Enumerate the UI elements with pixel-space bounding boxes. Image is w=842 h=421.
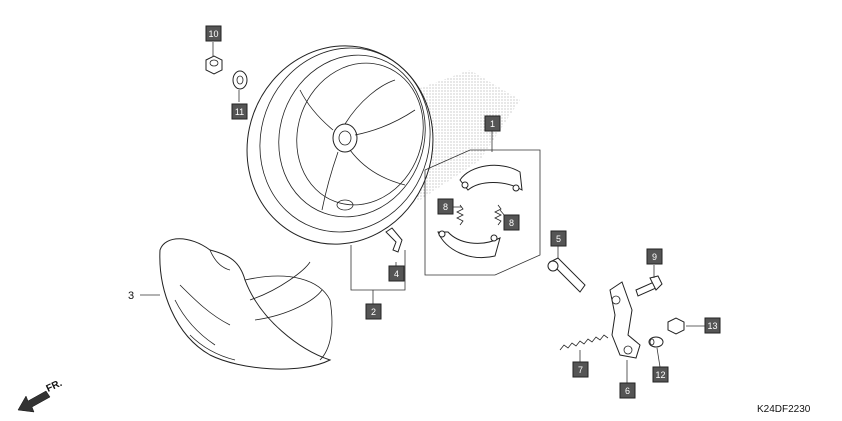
brake-shoe-upper (459, 164, 523, 192)
svg-text:1: 1 (490, 119, 495, 129)
washer (232, 70, 248, 90)
rear-wheel (246, 45, 434, 245)
svg-text:13: 13 (707, 321, 717, 331)
callout-7: 7 (572, 361, 589, 378)
callout-5: 5 (550, 230, 567, 247)
svg-text:8: 8 (509, 218, 514, 228)
leader-lines (140, 42, 705, 383)
valve (385, 227, 403, 253)
svg-text:11: 11 (235, 107, 244, 117)
callout-6: 6 (619, 382, 636, 399)
callout-8a: 8 (437, 198, 454, 215)
nut (205, 55, 223, 75)
svg-text:2: 2 (371, 307, 376, 317)
joint-pin (648, 336, 664, 348)
svg-text:8: 8 (443, 202, 448, 212)
brake-cam (547, 257, 586, 293)
callout-1: 1 (484, 115, 501, 132)
brake-shoe-box (424, 149, 541, 276)
svg-text:5: 5 (556, 234, 561, 244)
svg-text:4: 4 (394, 269, 399, 279)
spring-right (494, 204, 502, 226)
brake-arm (609, 281, 641, 359)
adjusting-nut (667, 317, 685, 335)
svg-text:6: 6 (625, 386, 630, 396)
callout-2: 2 (365, 303, 382, 320)
callout-11: 11 (231, 103, 248, 120)
return-spring (559, 334, 609, 351)
front-label: FR. (45, 378, 64, 395)
svg-text:9: 9 (652, 252, 657, 262)
callout-12: 12 (652, 366, 669, 383)
diagram-code: K24DF2230 (757, 404, 811, 415)
spring-left (456, 204, 464, 226)
front-direction-arrow: FR. (17, 378, 64, 413)
callout-10: 10 (205, 25, 222, 42)
svg-text:10: 10 (208, 29, 218, 39)
callout-4: 4 (388, 265, 405, 282)
callout-9: 9 (646, 248, 663, 265)
svg-text:7: 7 (578, 365, 583, 375)
callout-3: 3 (128, 290, 134, 302)
tire (159, 238, 333, 370)
svg-text:12: 12 (655, 370, 665, 380)
bolt (635, 275, 663, 297)
callout-8b: 8 (503, 214, 520, 231)
callout-13: 13 (704, 317, 721, 334)
brake-shoe-lower (437, 230, 501, 258)
